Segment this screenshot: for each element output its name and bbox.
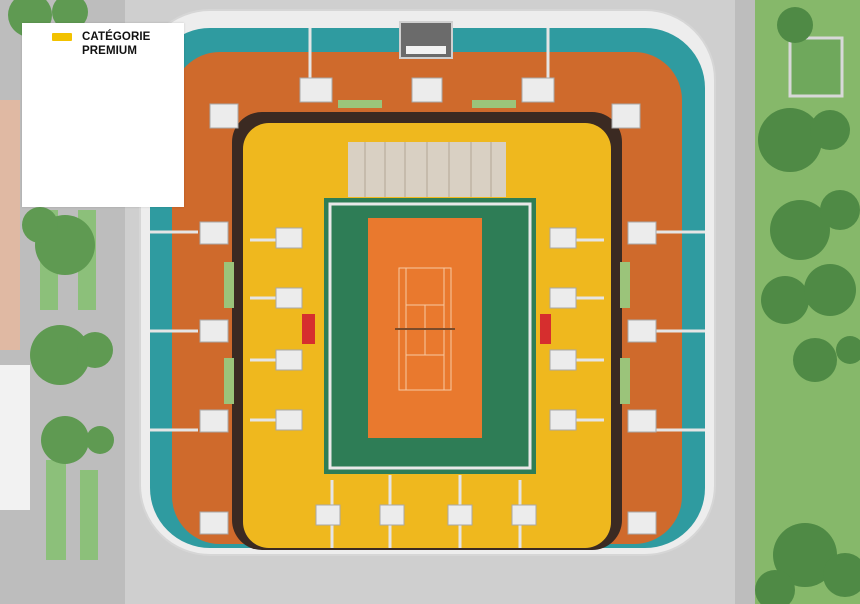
left-grass-strip [80,470,98,560]
legend-swatch [52,33,72,41]
north-box-lines [364,142,492,197]
side-lawn-strips [224,100,630,404]
left-trees [8,0,114,464]
left-grass-strip [46,460,66,560]
scoreboard-panel [406,46,446,54]
legend-item-premium[interactable]: CATÉGORIE PREMIUM [52,30,192,58]
right-walkway [735,0,755,604]
red-accent-right [540,314,551,344]
court-lines [395,267,455,391]
left-building [0,365,30,510]
left-building [0,100,20,350]
red-accent-left [302,314,315,344]
legend-panel: CATÉGORIE PREMIUM [22,23,184,207]
right-trees [755,7,860,604]
court-edge [328,202,532,470]
entrances [199,77,657,535]
legend-label: CATÉGORIE PREMIUM [82,31,151,57]
right-building [788,36,844,98]
